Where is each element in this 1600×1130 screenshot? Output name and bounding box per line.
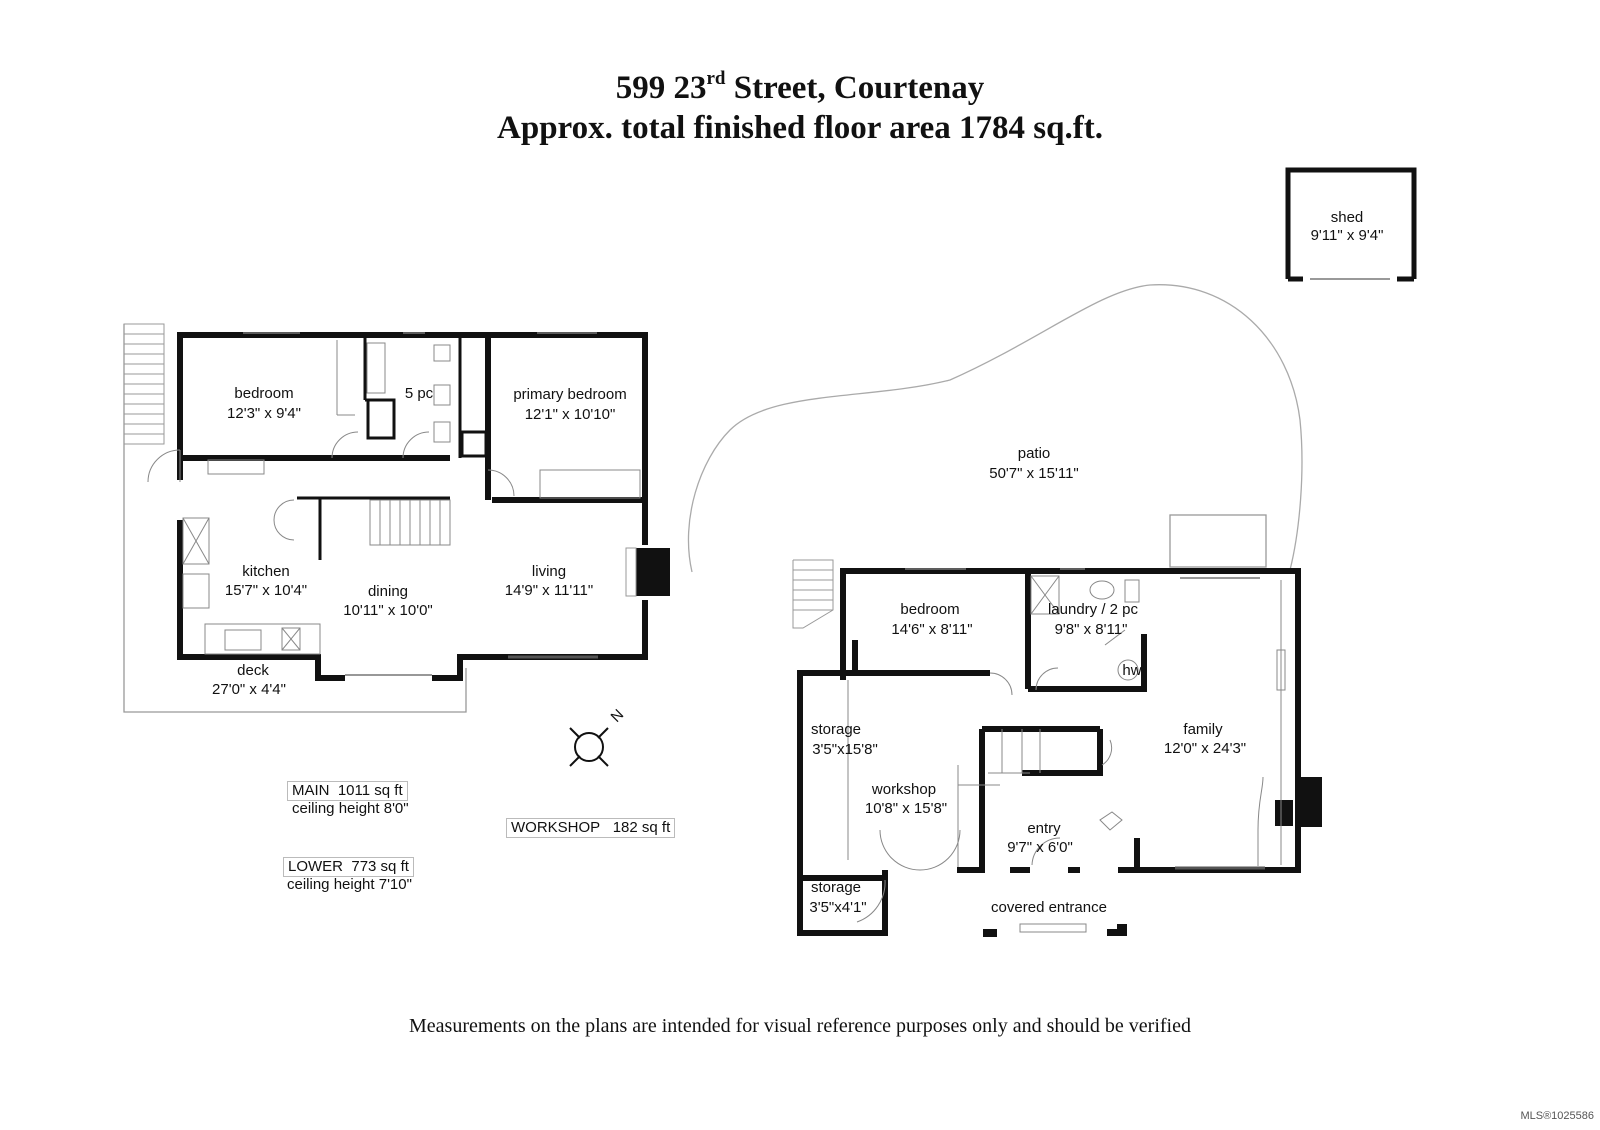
legend-lower-area: LOWER 773 sq ft xyxy=(283,857,414,877)
lower-floor-walls xyxy=(797,568,1301,936)
main-floor-walls xyxy=(177,332,648,681)
hw-name: hw xyxy=(1122,662,1141,679)
storage-2-name: storage xyxy=(811,879,861,896)
main-exterior-stairs xyxy=(123,323,165,445)
storage-1-name: storage xyxy=(811,721,861,738)
entry-dims: 9'7" x 6'0" xyxy=(1007,839,1073,856)
main-interior-walls xyxy=(297,338,488,560)
compass-icon xyxy=(569,727,609,767)
patio-dims: 50'7" x 15'11" xyxy=(989,465,1079,482)
family-name: family xyxy=(1183,721,1223,738)
legend-main-area: MAIN 1011 sq ft xyxy=(287,781,408,801)
shed-dims: 9'11" x 9'4" xyxy=(1311,227,1384,244)
legend-lower-value: 773 sq ft xyxy=(351,858,409,875)
disclaimer-text: Measurements on the plans are intended f… xyxy=(409,1015,1191,1037)
lower-exterior-stairs xyxy=(792,559,834,629)
primary-bedroom-name: primary bedroom xyxy=(513,386,626,403)
shed-outline xyxy=(1285,167,1417,282)
main-doors xyxy=(147,431,515,541)
kitchen-name: kitchen xyxy=(242,563,290,580)
lower-doors xyxy=(856,629,1126,923)
main-interior-stairs xyxy=(369,499,451,546)
main-fireplace xyxy=(636,548,670,596)
legend-workshop-label: WORKSHOP xyxy=(511,819,601,836)
kitchen-dims: 15'7" x 10'4" xyxy=(225,582,307,599)
laundry-name: laundry / 2 pc xyxy=(1048,601,1139,618)
bedroom-main-dims: 12'3" x 9'4" xyxy=(227,405,301,422)
storage-2-dims: 3'5"x4'1" xyxy=(809,899,866,916)
shed-name: shed xyxy=(1331,209,1364,226)
workshop-dims: 10'8" x 15'8" xyxy=(865,800,947,817)
address-suffix: rd xyxy=(706,68,726,89)
bedroom-main-name: bedroom xyxy=(234,385,293,402)
living-dims: 14'9" x 11'11" xyxy=(505,582,593,599)
laundry-dims: 9'8" x 8'11" xyxy=(1055,621,1128,638)
primary-bedroom-dims: 12'1" x 10'10" xyxy=(525,406,616,423)
bedroom-lower-dims: 14'6" x 8'11" xyxy=(891,621,972,638)
legend-main-value: 1011 sq ft xyxy=(337,782,403,799)
mls-number: MLS®1025586 xyxy=(1520,1110,1594,1122)
deck-name: deck xyxy=(237,662,269,679)
workshop-name: workshop xyxy=(871,781,936,798)
deck-dims: 27'0" x 4'4" xyxy=(212,681,286,698)
address-number: 599 23 xyxy=(615,70,707,106)
dining-name: dining xyxy=(368,583,408,600)
legend-main-ceiling: ceiling height 8'0" xyxy=(292,800,409,817)
covered-entrance-posts xyxy=(983,924,1127,937)
legend-lower-label: LOWER xyxy=(288,858,344,875)
covered-entrance-name: covered entrance xyxy=(991,899,1107,916)
lower-fireplace xyxy=(1296,777,1322,827)
lower-windows xyxy=(905,568,1265,870)
main-fixtures xyxy=(182,340,641,655)
legend-lower-ceiling: ceiling height 7'10" xyxy=(287,876,412,893)
lower-fixtures xyxy=(847,575,1286,867)
family-dims: 12'0" x 24'3" xyxy=(1164,740,1246,757)
legend-main-label: MAIN xyxy=(292,782,330,799)
storage-1-dims: 3'5"x15'8" xyxy=(812,741,878,758)
bedroom-lower-name: bedroom xyxy=(900,601,959,618)
main-windows xyxy=(243,332,598,676)
bath-5pc-name: 5 pc xyxy=(405,385,434,402)
address-rest: Street, Courtenay xyxy=(725,70,985,106)
living-name: living xyxy=(532,563,566,580)
page-title-area: Approx. total finished floor area 1784 s… xyxy=(497,110,1103,146)
deck-outline xyxy=(123,324,467,713)
dining-dims: 10'11" x 10'0" xyxy=(343,602,433,619)
entry-name: entry xyxy=(1027,820,1061,837)
patio-outline xyxy=(687,284,1303,573)
patio-name: patio xyxy=(1018,445,1051,462)
legend-workshop-value: 182 sq ft xyxy=(612,819,671,836)
compass-north-label: N xyxy=(608,706,628,726)
legend-workshop-area: WORKSHOP 182 sq ft xyxy=(506,818,676,838)
page-title-address: 599 23rd Street, Courtenay xyxy=(0,68,1600,107)
